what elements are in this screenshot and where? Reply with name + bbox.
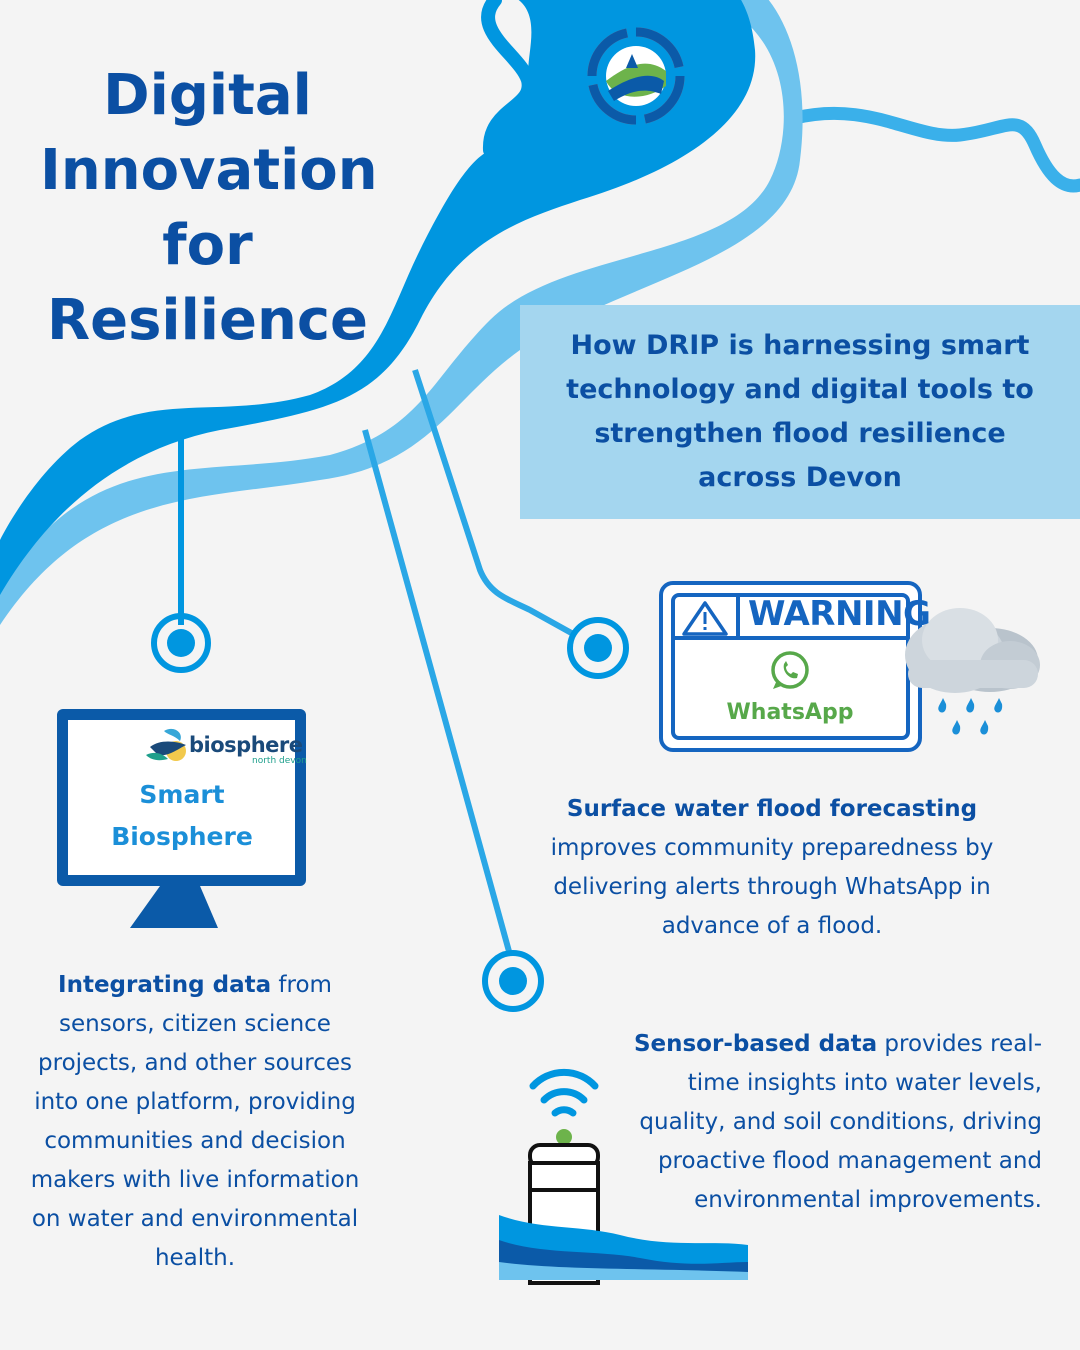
biosphere-logo-text: biosphere bbox=[189, 733, 303, 757]
small-stream-icon bbox=[788, 106, 1080, 193]
sensor-description-bold: Sensor-based data bbox=[633, 1031, 878, 1057]
connector-line-middle bbox=[362, 429, 513, 956]
sensor-description: Sensor-based data provides real-time ins… bbox=[612, 1025, 1042, 1220]
biosphere-logo-subtext: north devon bbox=[252, 756, 307, 766]
river-light bbox=[0, 0, 803, 625]
subtitle-box: How DRIP is harnessing smart technology … bbox=[520, 305, 1080, 519]
waves-icon bbox=[499, 1215, 748, 1280]
wifi-icon bbox=[529, 1068, 599, 1117]
biosphere-description-bold: Integrating data bbox=[58, 972, 272, 998]
biosphere-bird-icon bbox=[146, 728, 186, 761]
biosphere-description: Integrating data from sensors, citizen s… bbox=[22, 966, 368, 1278]
smart-label-line-2: Biosphere bbox=[111, 822, 253, 851]
river-tributary bbox=[481, 0, 536, 157]
drip-logo-icon bbox=[587, 27, 685, 125]
sensor-description-rest: provides real-time insights into water l… bbox=[639, 1031, 1042, 1213]
title-line-3: for bbox=[162, 213, 253, 278]
title-line-1: Digital bbox=[103, 63, 312, 128]
connector-line-right bbox=[412, 369, 577, 638]
page-title: Digital Innovation for Resilience bbox=[40, 58, 378, 358]
smart-biosphere-label: Smart Biosphere bbox=[84, 774, 280, 858]
forecast-description-bold: Surface water flood forecasting bbox=[566, 796, 978, 822]
connector-node-icon bbox=[151, 613, 211, 673]
whatsapp-icon bbox=[771, 651, 809, 689]
forecast-description: Surface water flood forecasting improves… bbox=[548, 790, 996, 946]
title-line-4: Resilience bbox=[46, 288, 369, 353]
subtitle-text: How DRIP is harnessing smart technology … bbox=[566, 330, 1034, 493]
biosphere-description-rest: from sensors, citizen science projects, … bbox=[30, 972, 360, 1271]
river-main bbox=[0, 0, 756, 595]
rain-cloud-icon bbox=[905, 608, 1040, 735]
monitor-icon bbox=[57, 709, 306, 928]
connector-node-icon bbox=[482, 950, 544, 1012]
connector-node-icon bbox=[567, 617, 629, 679]
title-line-2: Innovation bbox=[40, 138, 378, 203]
whatsapp-text: WhatsApp bbox=[726, 700, 854, 725]
smart-label-line-1: Smart bbox=[139, 780, 225, 809]
warning-text: WARNING bbox=[748, 594, 931, 634]
forecast-description-rest: improves community preparedness by deliv… bbox=[550, 835, 994, 939]
